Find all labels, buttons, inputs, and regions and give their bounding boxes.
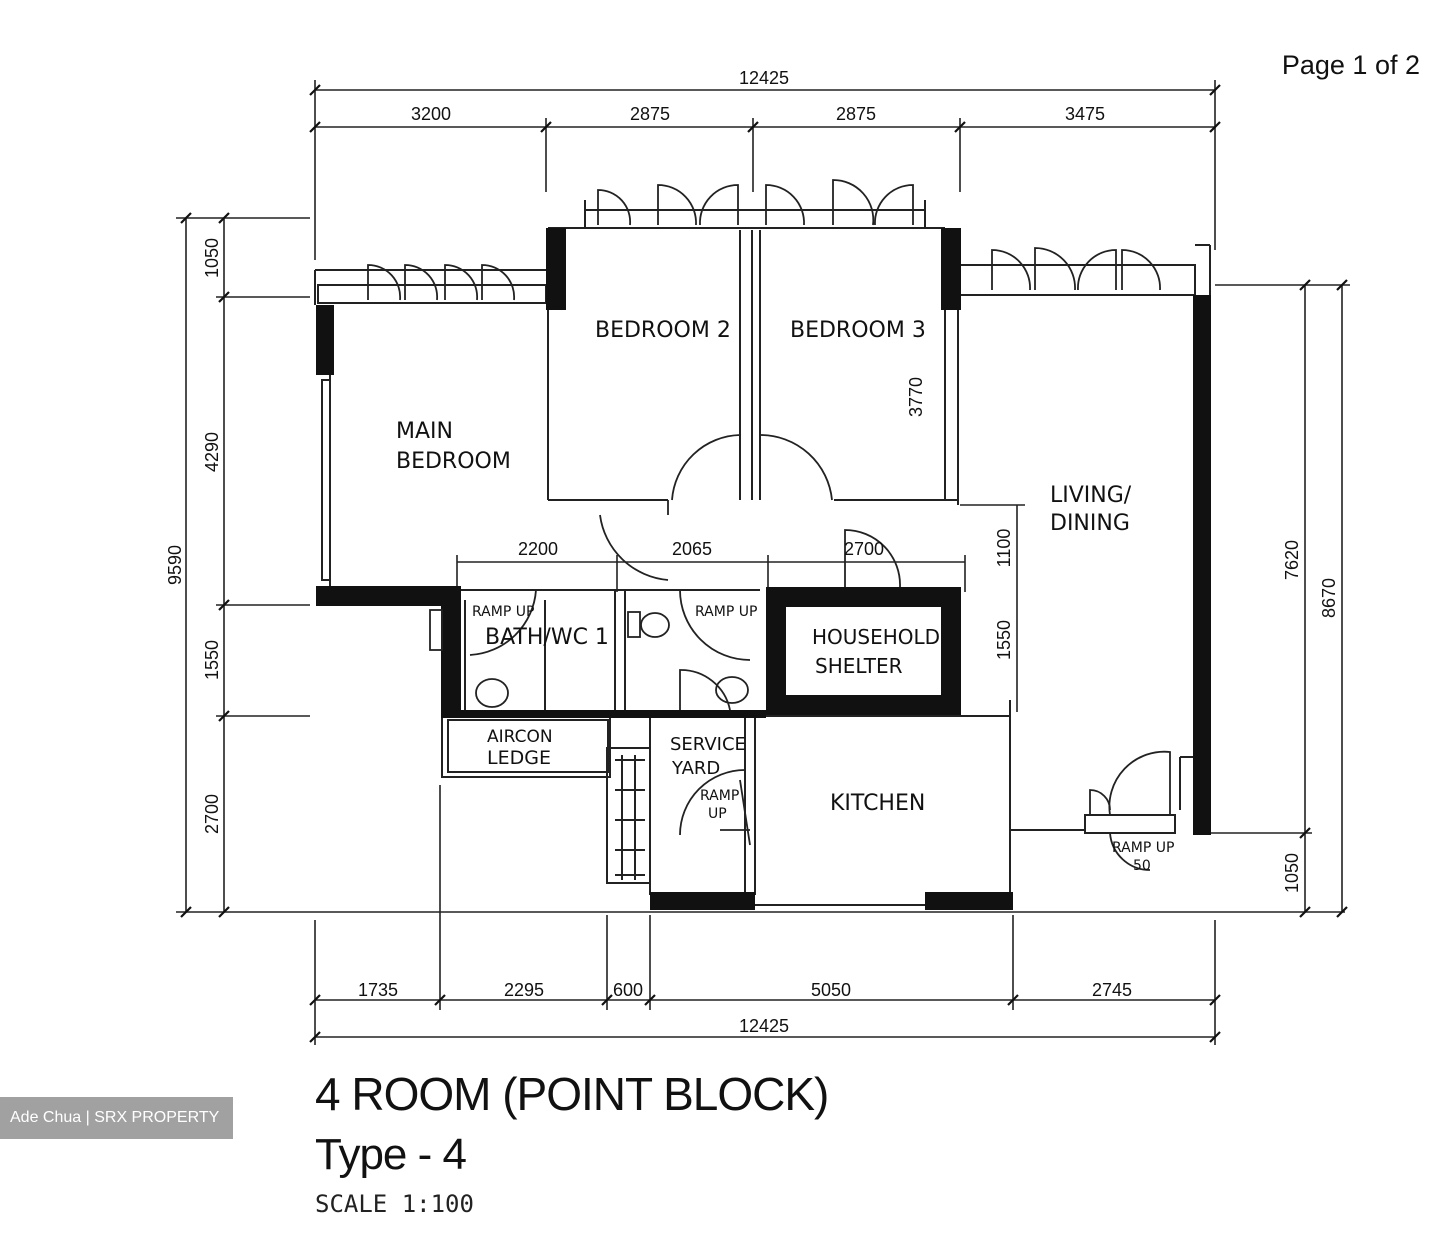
dim-bottom-seg-3: 600 bbox=[613, 980, 643, 1000]
bedroom2-label: BEDROOM 2 bbox=[595, 318, 731, 343]
ramp-up-label-bath2: RAMP UP bbox=[695, 604, 757, 620]
watermark: Ade Chua | SRX PROPERTY bbox=[0, 1097, 233, 1139]
main-bedroom-label-1: MAIN bbox=[396, 419, 453, 444]
kitchen-label: KITCHEN bbox=[830, 791, 925, 816]
fixtures bbox=[429, 609, 751, 846]
living-dining-label-2: DINING bbox=[1050, 511, 1130, 536]
dim-top-seg-2: 2875 bbox=[630, 104, 670, 124]
dim-right-bottom: 1050 bbox=[1282, 853, 1302, 893]
bath1-label: BATH/WC 1 bbox=[485, 625, 609, 650]
service-yard-label-1: SERVICE bbox=[670, 734, 746, 755]
dim-left-seg-3: 1550 bbox=[202, 640, 222, 680]
dim-interior-seg-1: 2200 bbox=[518, 539, 558, 559]
plan-scale: SCALE 1:100 bbox=[315, 1190, 474, 1218]
dim-left-total: 9590 bbox=[165, 545, 185, 585]
aircon-ledge-label-1: AIRCON bbox=[487, 727, 553, 747]
dim-interior-seg-3: 2700 bbox=[844, 539, 884, 559]
living-dining-label-1: LIVING/ bbox=[1050, 483, 1132, 508]
dim-corridor: 1100 bbox=[994, 529, 1014, 568]
service-yard-label-2: YARD bbox=[671, 758, 720, 779]
household-shelter-label-2: SHELTER bbox=[815, 654, 903, 678]
dim-right-outer: 8670 bbox=[1319, 578, 1339, 618]
dim-bedroom3-depth: 3770 bbox=[906, 377, 926, 417]
plan-type: Type - 4 bbox=[315, 1130, 467, 1179]
ramp-up-label-yard-2: UP bbox=[708, 806, 727, 822]
page-label: Page 1 of 2 bbox=[1281, 50, 1420, 80]
dim-bottom-total: 12425 bbox=[739, 1016, 789, 1036]
dimension-ticks bbox=[180, 84, 1348, 1043]
dim-interior-seg-2: 2065 bbox=[672, 539, 712, 559]
ramp-50-label: 50 bbox=[1133, 858, 1151, 874]
ramp-up-label-bath1: RAMP UP bbox=[472, 604, 534, 620]
dim-bottom-seg-4: 5050 bbox=[811, 980, 851, 1000]
dim-left-seg-4: 2700 bbox=[202, 794, 222, 834]
plan-title: 4 ROOM (POINT BLOCK) bbox=[315, 1068, 829, 1120]
bedroom3-label: BEDROOM 3 bbox=[790, 318, 926, 343]
dim-left-seg-1: 1050 bbox=[202, 238, 222, 278]
dim-bottom-seg-2: 2295 bbox=[504, 980, 544, 1000]
ramp-up-label-entrance: RAMP UP bbox=[1112, 840, 1174, 856]
dimension-lines bbox=[176, 80, 1350, 1045]
dim-top-seg-1: 3200 bbox=[411, 104, 451, 124]
dim-left-seg-2: 4290 bbox=[202, 432, 222, 472]
room-labels: MAIN BEDROOM BEDROOM 2 BEDROOM 3 LIVING/… bbox=[396, 318, 1174, 874]
walls-thin bbox=[314, 200, 1211, 910]
dim-top-seg-4: 3475 bbox=[1065, 104, 1105, 124]
walls-thick bbox=[316, 228, 1211, 910]
door-swings bbox=[367, 179, 1171, 871]
dim-household-depth: 1550 bbox=[994, 620, 1014, 660]
main-bedroom-label-2: BEDROOM bbox=[396, 449, 511, 474]
ramp-up-label-yard-1: RAMP bbox=[700, 788, 739, 804]
dim-right-inner: 7620 bbox=[1282, 540, 1302, 580]
dim-bottom-seg-1: 1735 bbox=[358, 980, 398, 1000]
dim-bottom-seg-5: 2745 bbox=[1092, 980, 1132, 1000]
aircon-ledge-label-2: LEDGE bbox=[487, 747, 551, 769]
household-shelter-label-1: HOUSEHOLD bbox=[812, 625, 940, 649]
dim-top-seg-3: 2875 bbox=[836, 104, 876, 124]
dim-top-total: 12425 bbox=[739, 68, 789, 88]
dimension-labels: 12425 3200 2875 2875 3475 1735 2295 600 … bbox=[165, 68, 1339, 1036]
